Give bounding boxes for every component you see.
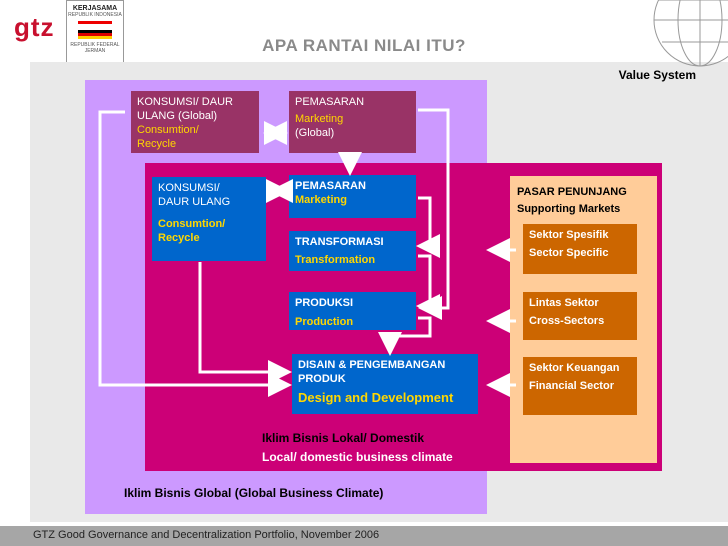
cooperation-badge: KERJASAMA REPUBLIK INDONESIA REPUBLIK FE… [66,0,124,70]
transformation-en: Transformation [295,254,376,266]
local-consumption-label-2: DAUR ULANG [158,196,231,208]
local-consumption-loop-arrow [198,262,292,384]
footer-text: GTZ Good Governance and Decentralization… [0,526,728,546]
indonesia-flag-icon [78,21,112,27]
local-climate-label: Iklim Bisnis Lokal/ Domestik Local/ dome… [262,431,453,464]
global-marketing-suffix: (Global) [295,127,335,139]
gtz-logo: gtz [14,12,55,42]
local-marketing-box: PEMASARAN Marketing [289,175,416,218]
page-title: APA RANTAI NILAI ITU? [262,36,466,55]
financial-sector-label: Sektor Keuangan [529,362,620,374]
sector-specific-en: Sector Specific [529,247,609,259]
transformation-box: TRANSFORMASI Transformation [289,231,416,271]
design-label-2: PRODUK [298,373,346,385]
design-en: Design and Development [298,390,454,405]
production-design-arrow [378,316,432,356]
global-consumption-label-2: ULANG (Global) [137,110,218,122]
germany-flag-icon [78,30,112,39]
design-box: DISAIN & PENGEMBANGAN PRODUK Design and … [292,354,478,414]
badge-title: KERJASAMA [72,5,118,12]
local-climate-title: Iklim Bisnis Lokal/ Domestik [262,431,425,445]
sector-specific-label: Sektor Spesifik [529,229,609,241]
production-box: PRODUKSI Production [289,292,416,330]
global-marketing-en: Marketing [295,113,344,125]
cross-sectors-label: Lintas Sektor [529,297,599,309]
local-climate-en: Local/ domestic business climate [262,450,453,464]
global-marketing-box: PEMASARAN Marketing (Global) [289,91,416,153]
global-marketing-loop-arrow [418,108,450,320]
transformation-label: TRANSFORMASI [295,236,384,248]
global-consumption-box: KONSUMSI/ DAUR ULANG (Global) Consumtion… [131,91,259,153]
local-consumption-en-2: Recycle [158,232,200,244]
value-system-label: Value System [618,68,696,82]
transformation-production-arrow [416,254,440,318]
cross-sectors-box: Lintas Sektor Cross-Sectors [523,292,637,340]
global-consumption-en-1: Consumtion/ [137,124,199,136]
supporting-markets-title: PASAR PENUNJANG [517,186,627,198]
global-consumption-label-1: KONSUMSI/ DAUR [137,96,233,108]
global-consumption-loop-arrow [98,110,292,397]
cross-sectors-en: Cross-Sectors [529,315,605,327]
financial-sector-box: Sektor Keuangan Financial Sector [523,357,637,415]
global-climate-label: Iklim Bisnis Global (Global Business Cli… [124,486,384,500]
marketing-transformation-arrow [416,196,440,258]
design-label-1: DISAIN & PENGEMBANGAN [298,359,446,371]
local-consumption-label-1: KONSUMSI/ [158,182,220,194]
production-label: PRODUKSI [295,297,354,309]
local-consumption-en-1: Consumtion/ [158,218,226,230]
financial-sector-en: Financial Sector [529,380,614,392]
sector-specific-box: Sektor Spesifik Sector Specific [523,224,637,274]
supporting-markets-en: Supporting Markets [517,203,621,215]
local-consumption-box: KONSUMSI/ DAUR ULANG Consumtion/ Recycle [152,177,266,261]
production-en: Production [295,316,354,328]
global-consumption-en-2: Recycle [137,138,177,150]
badge-germany: REPUBLIK FEDERAL JERMAN [70,42,120,54]
local-marketing-label: PEMASARAN [295,180,366,192]
local-marketing-en: Marketing [295,194,347,206]
global-marketing-label: PEMASARAN [295,96,365,108]
supporting-markets-label: PASAR PENUNJANG Supporting Markets [517,186,627,215]
badge-indonesia: REPUBLIK INDONESIA [68,12,122,18]
